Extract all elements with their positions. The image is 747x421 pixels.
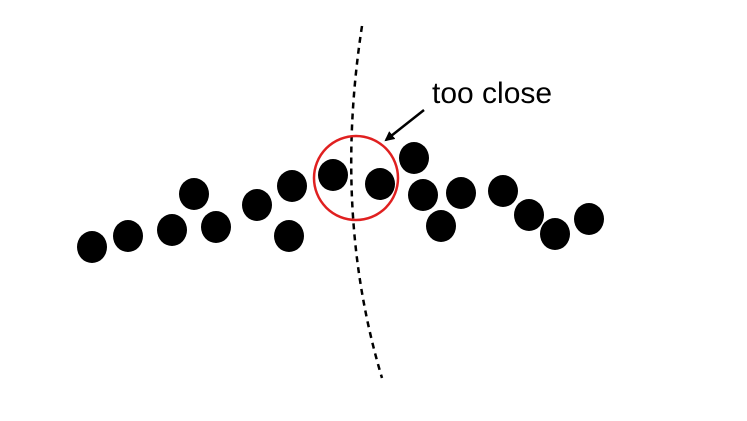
data-point-dot — [242, 189, 272, 221]
data-point-dot — [399, 142, 429, 174]
data-point-dot — [113, 220, 143, 252]
data-point-dot — [446, 177, 476, 209]
data-point-dot — [540, 218, 570, 250]
callout-arrow — [384, 109, 425, 142]
data-point-dot — [488, 175, 518, 207]
left-dot-group — [77, 159, 348, 263]
data-point-dot — [277, 170, 307, 202]
right-dot-group — [365, 142, 604, 250]
data-point-dot — [179, 178, 209, 210]
too-close-label: too close — [432, 77, 553, 110]
highlight-circle — [312, 134, 400, 222]
data-point-dot — [274, 220, 304, 252]
highlighted-dot-left — [318, 159, 348, 191]
data-point-dot — [408, 179, 438, 211]
dashed-boundary-line — [349, 25, 384, 379]
data-point-dot — [77, 231, 107, 263]
data-point-dot — [574, 203, 604, 235]
highlighted-dot-right — [365, 168, 395, 200]
data-point-dot — [157, 214, 187, 246]
data-point-dot — [201, 211, 231, 243]
data-point-dot — [514, 199, 544, 231]
data-point-dot — [426, 210, 456, 242]
